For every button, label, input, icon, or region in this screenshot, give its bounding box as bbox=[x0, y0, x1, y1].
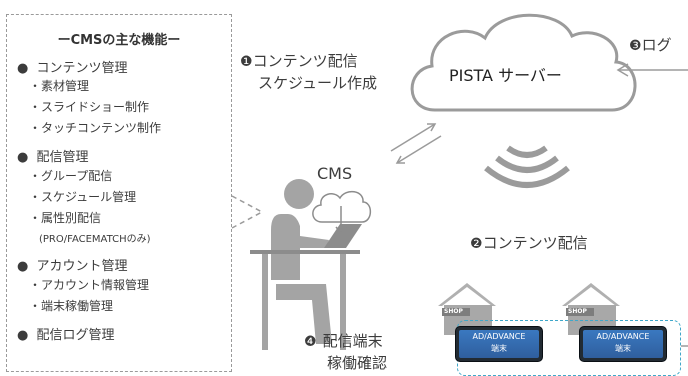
step2-label: ❷コンテンツ配信 bbox=[470, 232, 588, 253]
terminal-label: AD/ADVANCE bbox=[596, 332, 650, 341]
ad-advance-terminal: AD/ADVANCE 端末 bbox=[455, 326, 543, 362]
bullet-icon: ● bbox=[17, 328, 29, 343]
shop-sign: SHOP bbox=[444, 308, 463, 315]
feature-item: ・スライドショー制作 bbox=[29, 100, 150, 114]
feature-group-label: 配信ログ管理 bbox=[36, 328, 115, 343]
feature-group-account: ● アカウント管理 bbox=[17, 255, 128, 274]
bullet-icon: ● bbox=[17, 61, 29, 76]
feature-group-contents: ● コンテンツ管理 bbox=[17, 57, 128, 76]
bullet-icon: ● bbox=[17, 150, 29, 165]
feature-item: ・属性別配信 bbox=[29, 211, 102, 225]
shop-sign: SHOP bbox=[568, 308, 587, 315]
server-label: PISTA サーバー bbox=[449, 66, 562, 85]
step4-label-line2: 稼働確認 bbox=[327, 354, 388, 372]
step-text: コンテンツ配信 bbox=[482, 234, 588, 252]
cms-label: CMS bbox=[317, 164, 353, 183]
connector-line bbox=[231, 195, 264, 229]
terminal-label: AD/ADVANCE bbox=[472, 332, 526, 341]
step4-label: ❹ 配信端末 bbox=[304, 330, 383, 351]
terminal-screen: AD/ADVANCE 端末 bbox=[583, 330, 663, 358]
feature-item: ・タッチコンテンツ制作 bbox=[29, 121, 162, 135]
feature-item: ・素材管理 bbox=[29, 79, 90, 93]
step1-label: ❶コンテンツ配信 bbox=[240, 50, 358, 71]
feature-group-log: ● 配信ログ管理 bbox=[17, 324, 115, 343]
feature-item: ・端末稼働管理 bbox=[29, 299, 114, 313]
terminal-screen: AD/ADVANCE 端末 bbox=[459, 330, 539, 358]
terminal-label: 端末 bbox=[615, 344, 631, 353]
person-at-desk-icon bbox=[250, 179, 362, 350]
step-number: ❹ bbox=[304, 334, 317, 350]
feature-list-title: ーCMSの主な機能ー bbox=[57, 33, 181, 48]
wifi-signal-icon bbox=[484, 145, 570, 188]
step-number: ❷ bbox=[470, 236, 483, 252]
feature-note: (PRO/FACEMATCHのみ) bbox=[39, 234, 151, 245]
feature-group-label: コンテンツ管理 bbox=[36, 61, 128, 76]
step-text: ログ bbox=[641, 36, 672, 54]
download-arrow-icon bbox=[335, 206, 347, 235]
log-arrow-icon bbox=[616, 63, 688, 77]
feature-group-distribution: ● 配信管理 bbox=[17, 146, 89, 165]
step3-label: ❸ログ bbox=[629, 34, 672, 55]
step-text: 配信端末 bbox=[322, 332, 383, 350]
step-number: ❶ bbox=[240, 54, 253, 70]
ad-advance-terminal: AD/ADVANCE 端末 bbox=[579, 326, 667, 362]
feature-group-label: 配信管理 bbox=[36, 150, 89, 165]
double-arrow-icon bbox=[390, 123, 442, 164]
feature-item: ・アカウント情報管理 bbox=[29, 278, 150, 292]
terminal-label: 端末 bbox=[491, 344, 507, 353]
feature-group-label: アカウント管理 bbox=[36, 259, 128, 274]
feature-item: ・スケジュール管理 bbox=[29, 190, 137, 204]
feature-list-box: ーCMSの主な機能ー ● コンテンツ管理 ・素材管理 ・スライドショー制作 ・タ… bbox=[6, 14, 232, 372]
step1-label-line2: スケジュール作成 bbox=[258, 74, 377, 92]
bullet-icon: ● bbox=[17, 259, 29, 274]
step-number: ❸ bbox=[629, 38, 642, 54]
feature-item: ・グループ配信 bbox=[29, 169, 113, 183]
step-text: コンテンツ配信 bbox=[252, 52, 358, 70]
